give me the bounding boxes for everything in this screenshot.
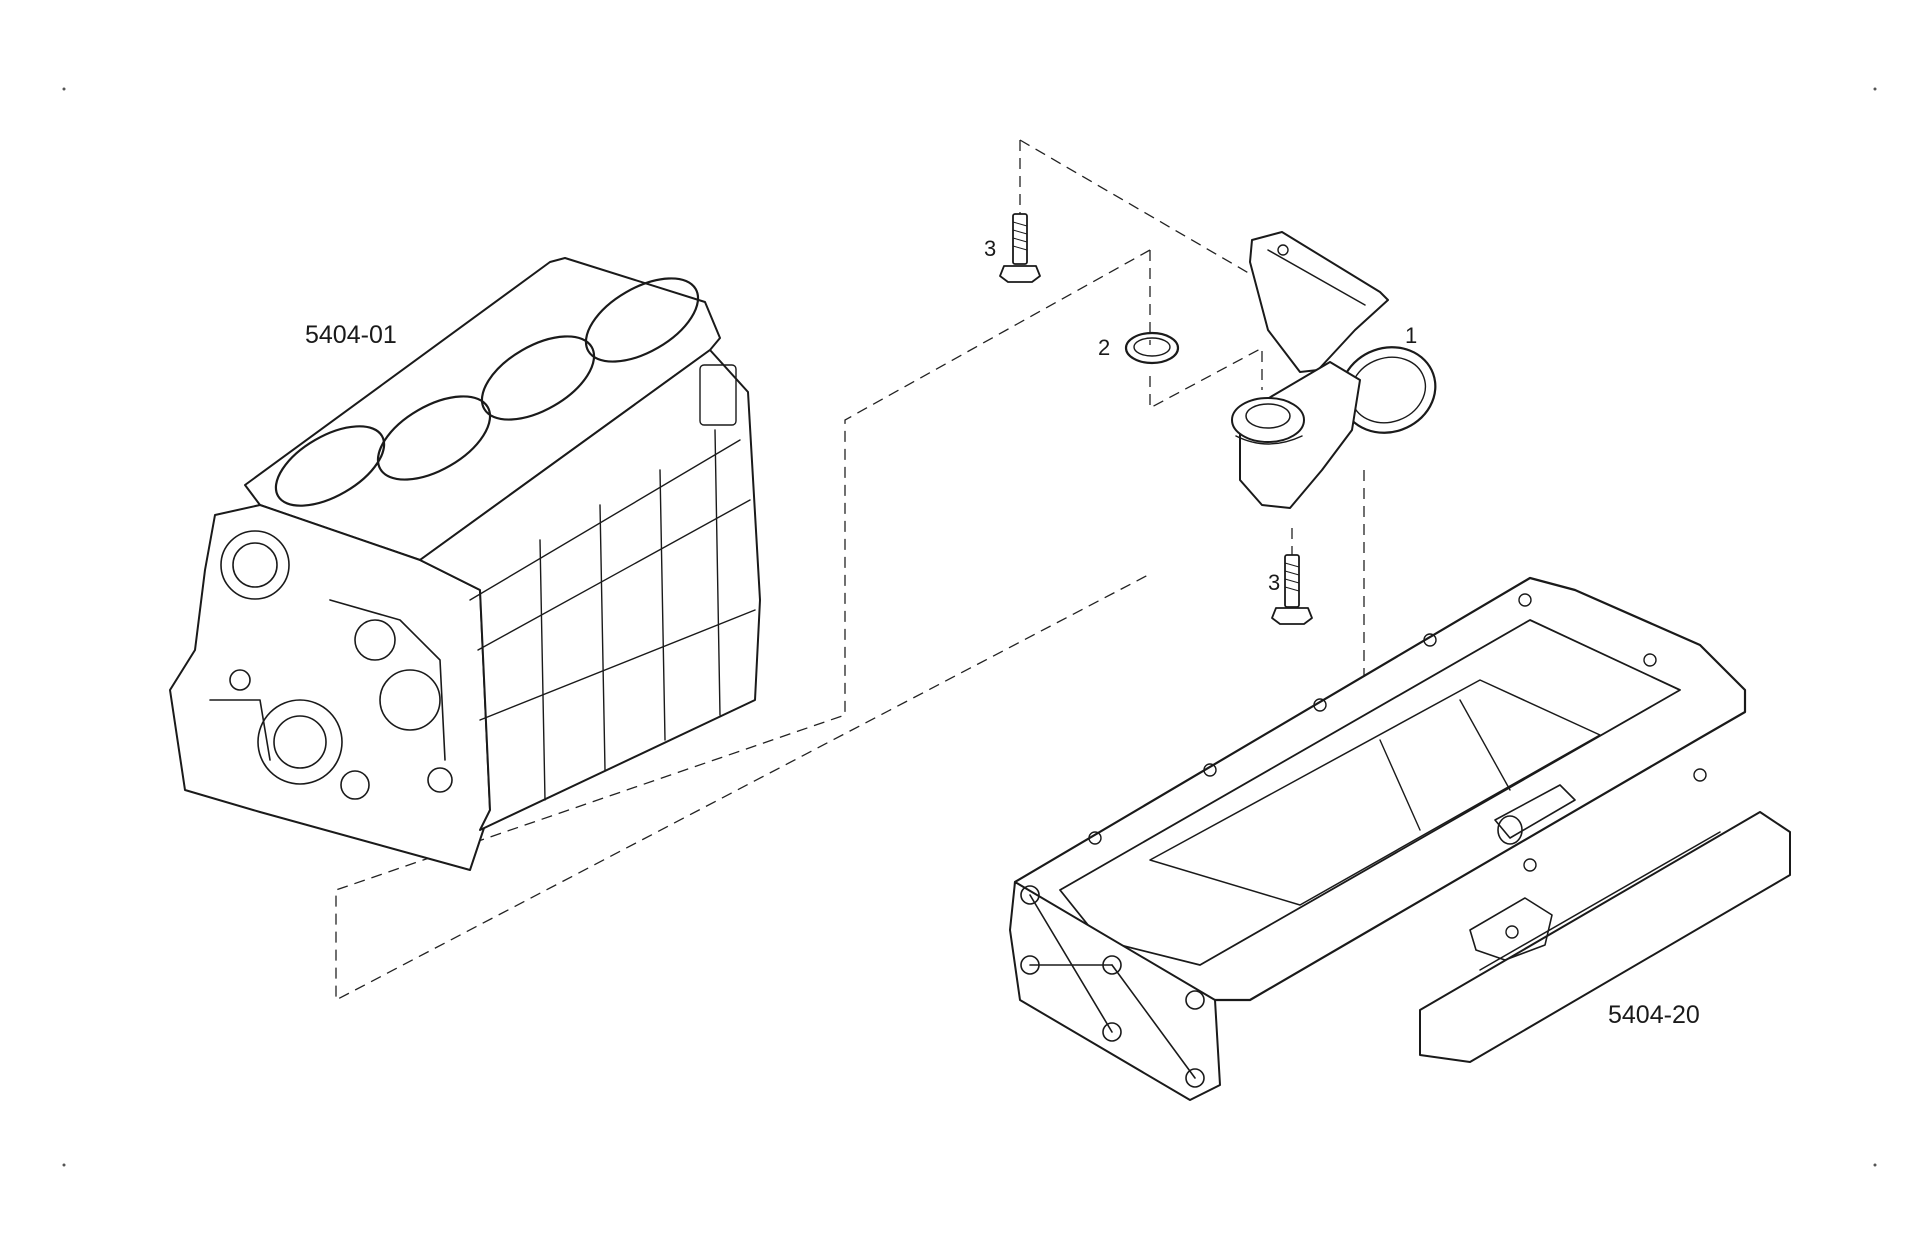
engine-block xyxy=(169,257,761,871)
oil-pan-label: 5404-20 xyxy=(1608,1001,1700,1029)
assembly-lines xyxy=(335,139,1365,1002)
oil-pump xyxy=(1231,231,1437,509)
bolt-lower xyxy=(1271,554,1313,625)
item-3-upper-label: 3 xyxy=(984,236,996,261)
corner-marks xyxy=(62,87,1877,1167)
item-1-label: 1 xyxy=(1405,323,1417,348)
seal-ring xyxy=(1124,331,1180,365)
item-3-lower-label: 3 xyxy=(1268,570,1280,595)
oil-pan xyxy=(1009,576,1791,1101)
bolt-upper xyxy=(999,213,1041,283)
item-2-label: 2 xyxy=(1098,335,1110,360)
engine-block-label: 5404-01 xyxy=(305,321,397,349)
